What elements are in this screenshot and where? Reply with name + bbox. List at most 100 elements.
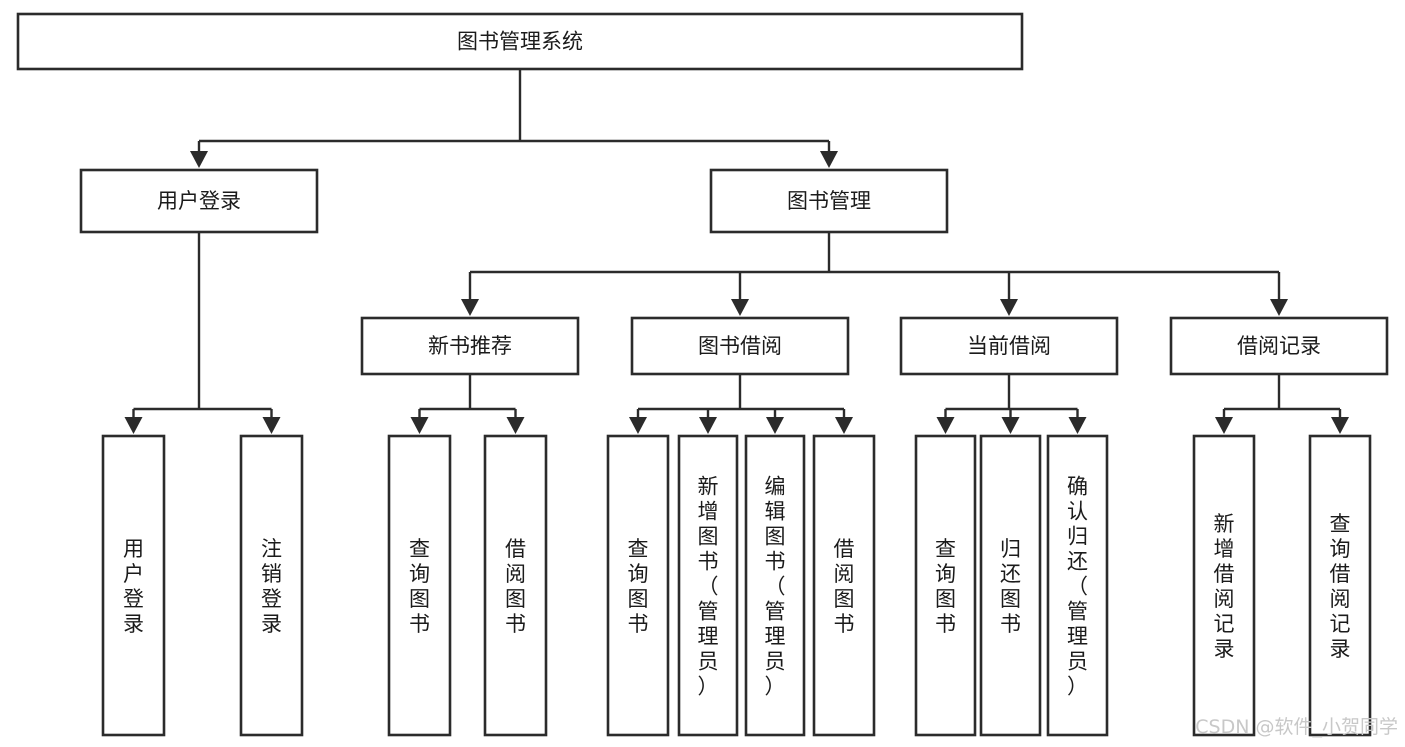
arrow-head-icon	[699, 417, 717, 434]
node-label-char: 书	[765, 550, 786, 574]
node-label-book-borrow: 图书借阅	[698, 334, 782, 358]
node-label-char: 编	[765, 475, 786, 499]
node-label-char: 查	[1330, 512, 1351, 536]
node-label-char: 图	[628, 587, 649, 611]
node-label-char: 员	[1067, 650, 1088, 674]
arrow-head-icon	[1000, 299, 1018, 316]
node-root[interactable]: 图书管理系统	[16, 12, 1024, 71]
arrow-head-icon	[629, 417, 647, 434]
node-label-char: 管	[1067, 600, 1088, 624]
node-label-book-manage: 图书管理	[787, 189, 871, 213]
node-label-char: 图	[698, 525, 719, 549]
node-box-leaf-borrow-book-recommend	[483, 434, 548, 737]
node-box-book-borrow	[630, 316, 850, 376]
node-label-char: 登	[123, 587, 144, 611]
node-label-char: 录	[1214, 637, 1235, 661]
node-label-char: 录	[123, 612, 144, 636]
node-label-char: 注	[261, 537, 282, 561]
node-label-new-book-recommend: 新书推荐	[428, 334, 512, 358]
arrow-head-icon	[124, 417, 143, 434]
arrow-head-icon	[1331, 417, 1349, 434]
node-label-char: 确	[1067, 475, 1088, 499]
node-label-char: 录	[261, 612, 282, 636]
node-label-char: 查	[409, 537, 430, 561]
arrow-head-icon	[1001, 417, 1020, 434]
node-label-char: 用	[123, 537, 144, 561]
csdn-watermark: CSDN @软件_小贺同学	[1195, 716, 1398, 738]
node-box-new-book-recommend	[360, 316, 580, 376]
node-leaf-user-login[interactable]: 用户登录	[101, 434, 166, 737]
node-label-char: 图	[834, 587, 855, 611]
node-label-char: 借	[834, 537, 855, 561]
node-label-char: 询	[1330, 537, 1351, 561]
node-label-char: 新	[698, 475, 719, 499]
node-label-char: 户	[123, 562, 144, 586]
node-box-leaf-add-book-admin	[677, 434, 739, 737]
node-label-char: 书	[1000, 612, 1021, 636]
node-label-char: 理	[1067, 625, 1088, 649]
node-box-leaf-logout	[239, 434, 304, 737]
node-label-char: 录	[1330, 637, 1351, 661]
node-box-leaf-query-book-recommend	[387, 434, 452, 737]
node-label-char: 借	[1214, 562, 1235, 586]
node-user-login[interactable]: 用户登录	[79, 168, 319, 234]
node-book-borrow[interactable]: 图书借阅	[630, 316, 850, 376]
node-label-char: 图	[765, 525, 786, 549]
arrow-head-icon	[461, 299, 479, 316]
node-label-char: 书	[505, 612, 526, 636]
node-label-char: 询	[409, 562, 430, 586]
arrow-head-icon	[1270, 299, 1288, 316]
node-label-char: 管	[765, 600, 786, 624]
node-borrow-record[interactable]: 借阅记录	[1169, 316, 1389, 376]
node-label-char: 记	[1330, 612, 1351, 636]
node-label-char: 查	[935, 537, 956, 561]
node-label-char: 归	[1000, 537, 1021, 561]
node-label-char: 增	[1214, 537, 1235, 561]
connector-layer	[124, 69, 1349, 434]
node-label-char: 阅	[1214, 587, 1235, 611]
node-new-book-recommend[interactable]: 新书推荐	[360, 316, 580, 376]
arrow-head-icon	[835, 417, 853, 434]
node-box-leaf-query-book-borrow	[606, 434, 670, 737]
arrow-head-icon	[731, 299, 749, 316]
node-book-manage[interactable]: 图书管理	[709, 168, 949, 234]
arrow-head-icon	[820, 151, 838, 168]
node-box-leaf-return-book	[979, 434, 1042, 737]
node-label-char: 理	[765, 625, 786, 649]
node-label-char: 借	[505, 537, 526, 561]
node-label-char: 图	[1000, 587, 1021, 611]
node-box-book-manage	[709, 168, 949, 234]
node-box-user-login	[79, 168, 319, 234]
node-label-char: ）	[765, 675, 786, 699]
node-label-borrow-record: 借阅记录	[1237, 334, 1321, 358]
node-label-char: 书	[628, 612, 649, 636]
node-box-leaf-add-borrow-record	[1192, 434, 1256, 737]
arrow-head-icon	[1068, 417, 1087, 434]
node-label-char: 询	[935, 562, 956, 586]
node-label-char: 还	[1000, 562, 1021, 586]
node-label-char: 书	[698, 550, 719, 574]
node-label-char: 新	[1214, 512, 1235, 536]
node-label-char: 阅	[505, 562, 526, 586]
arrow-head-icon	[1215, 417, 1233, 434]
node-box-leaf-edit-book-admin	[744, 434, 806, 737]
arrow-head-icon	[766, 417, 784, 434]
node-label-user-login: 用户登录	[157, 189, 241, 213]
node-label-char: 员	[765, 650, 786, 674]
node-current-borrow[interactable]: 当前借阅	[899, 316, 1119, 376]
node-label-char: 登	[261, 587, 282, 611]
